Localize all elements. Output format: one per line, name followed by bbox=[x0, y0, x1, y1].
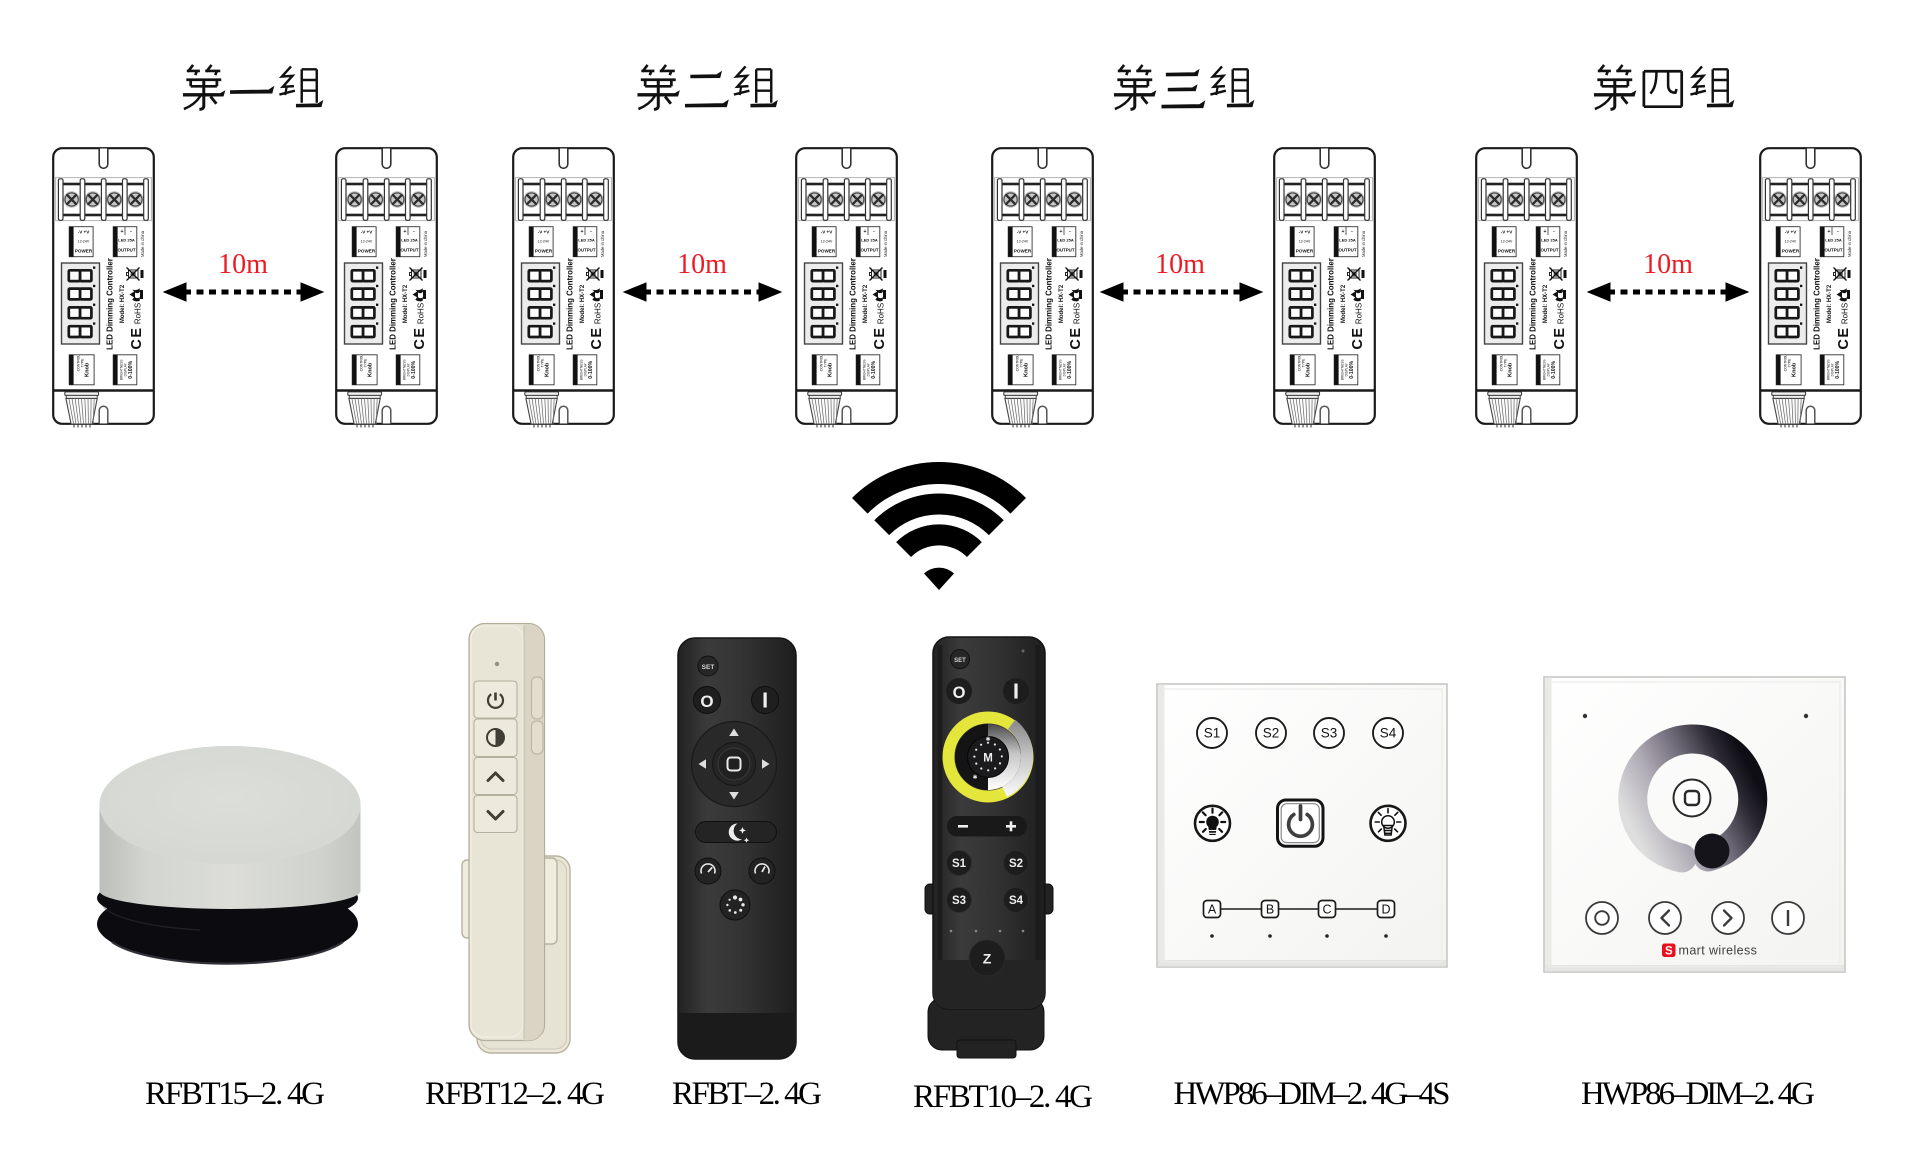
svg-text:S: S bbox=[1665, 946, 1673, 958]
svg-text:SET: SET bbox=[702, 664, 715, 671]
svg-text:S4: S4 bbox=[1380, 726, 1397, 741]
svg-text:10m: 10m bbox=[1155, 249, 1205, 280]
svg-text:HWP86–DIM–2. 4G–4S: HWP86–DIM–2. 4G–4S bbox=[1174, 1076, 1451, 1112]
svg-text:10m: 10m bbox=[1643, 249, 1693, 280]
svg-text:✱: ✱ bbox=[972, 774, 977, 781]
svg-text:O: O bbox=[953, 684, 966, 702]
svg-text:S3: S3 bbox=[1321, 726, 1338, 741]
svg-text:RFBT12–2. 4G: RFBT12–2. 4G bbox=[425, 1076, 605, 1112]
svg-text:HWP86–DIM–2. 4G: HWP86–DIM–2. 4G bbox=[1581, 1076, 1815, 1112]
svg-text:S2: S2 bbox=[1009, 858, 1023, 870]
svg-text:S3: S3 bbox=[952, 895, 966, 907]
svg-text:S2: S2 bbox=[1263, 726, 1280, 741]
svg-text:mart wireless: mart wireless bbox=[1679, 944, 1758, 958]
svg-text:RFBT–2. 4G: RFBT–2. 4G bbox=[672, 1076, 822, 1112]
svg-text:RFBT10–2. 4G: RFBT10–2. 4G bbox=[913, 1079, 1093, 1115]
svg-text:S4: S4 bbox=[1009, 895, 1024, 907]
svg-text:Z: Z bbox=[983, 951, 992, 967]
svg-text:10m: 10m bbox=[677, 249, 727, 280]
svg-text:M: M bbox=[983, 753, 993, 765]
svg-text:A: A bbox=[1208, 903, 1217, 917]
svg-text:S1: S1 bbox=[952, 858, 967, 870]
svg-text:✱: ✱ bbox=[985, 736, 990, 743]
svg-text:RFBT15–2. 4G: RFBT15–2. 4G bbox=[145, 1076, 325, 1112]
svg-text:10m: 10m bbox=[218, 249, 268, 280]
svg-text:SET: SET bbox=[954, 658, 966, 664]
svg-text:S1: S1 bbox=[1204, 726, 1221, 741]
svg-text:C: C bbox=[1322, 903, 1331, 917]
svg-text:O: O bbox=[700, 692, 713, 711]
svg-text:D: D bbox=[1381, 903, 1390, 917]
svg-text:B: B bbox=[1266, 903, 1274, 917]
